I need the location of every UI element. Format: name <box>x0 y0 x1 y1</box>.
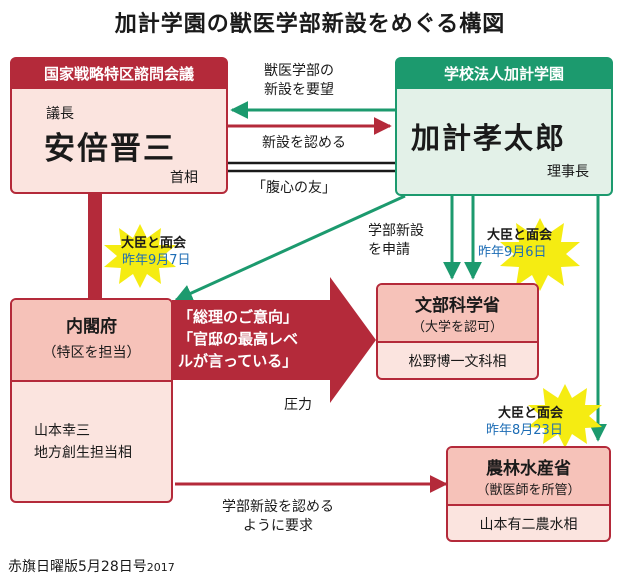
council-role-bottom: 首相 <box>170 170 198 186</box>
require-label-line1: 学部新設を認める <box>222 499 334 515</box>
maff-box: 農林水産省 （獣医師を所管） 山本有二農水相 <box>446 446 611 542</box>
apply-label: 学部新設 を申請 <box>368 222 424 260</box>
require-label-line2: ように要求 <box>243 518 313 534</box>
require-label: 学部新設を認める ように要求 <box>222 498 334 536</box>
maff-person: 山本有二農水相 <box>479 517 578 533</box>
callout-line1: 「総理のご意向」 <box>178 308 299 326</box>
cabinet-person-role: 地方創生担当相 <box>34 445 132 461</box>
apply-label-line1: 学部新設 <box>368 223 424 239</box>
council-cabinet-spine <box>88 190 102 298</box>
request-label: 獣医学部の 新設を要望 <box>264 62 334 100</box>
school-person-role: 理事長 <box>547 164 589 180</box>
cabinet-box-header <box>12 300 171 382</box>
source-credit: 赤旗日曜版5月28日号2017 <box>8 556 175 576</box>
request-label-line1: 獣医学部の <box>264 63 334 79</box>
council-role-top: 議長 <box>46 106 74 122</box>
council-person-name: 安倍晋三 <box>44 131 176 167</box>
mext-box: 文部科学省 （大学を認可） 松野博一文科相 <box>376 283 539 380</box>
cabinet-person-name: 山本幸三 <box>34 423 90 439</box>
mext-person: 松野博一文科相 <box>408 354 507 370</box>
pressure-callout: 「総理のご意向」 「官邸の最高レベ ルが言っている」 <box>178 306 298 372</box>
cabinet-box: 内閣府 （特区を担当） 山本幸三 地方創生担当相 <box>10 298 173 503</box>
meeting-1-label: 大臣と面会 <box>121 236 187 251</box>
council-box: 国家戦略特区諮問会議 議長 安倍晋三 首相 <box>10 57 228 194</box>
school-box: 学校法人加計学園 加計孝太郎 理事長 <box>395 57 613 196</box>
source-year: 2017 <box>146 561 175 574</box>
star-burst-2 <box>500 218 580 291</box>
callout-line2: 「官邸の最高レベ <box>178 330 299 348</box>
request-label-line2: 新設を要望 <box>264 82 334 98</box>
cabinet-title: 内閣府 <box>66 317 117 337</box>
star-burst-1 <box>104 224 176 288</box>
apply-label-line2: を申請 <box>368 242 410 258</box>
cabinet-subtitle: （特区を担当） <box>42 345 141 361</box>
school-person-name: 加計孝太郎 <box>411 121 567 155</box>
mext-subtitle: （大学を認可） <box>411 320 503 335</box>
source-main: 赤旗日曜版5月28日号 <box>8 559 147 575</box>
mext-box-header <box>378 285 537 343</box>
meeting-1-date: 昨年9月7日 <box>122 253 191 268</box>
meeting-3-date: 昨年8月23日 <box>486 423 563 438</box>
council-header: 国家戦略特区諮問会議 <box>12 59 226 89</box>
meeting-cabinet-arrow <box>174 194 406 302</box>
maff-box-header <box>448 448 609 506</box>
pressure-label: 圧力 <box>284 397 312 413</box>
star-burst-3 <box>528 384 602 448</box>
meeting-2-label: 大臣と面会 <box>487 228 553 243</box>
school-header: 学校法人加計学園 <box>397 59 611 89</box>
mext-title: 文部科学省 <box>415 296 500 316</box>
maff-title: 農林水産省 <box>486 459 571 479</box>
diagram-title: 加計学園の獣医学部新設をめぐる構図 <box>114 12 506 37</box>
friend-label: 「腹心の友」 <box>252 180 336 196</box>
maff-subtitle: （獣医師を所管） <box>476 483 581 498</box>
approve-label: 新設を認める <box>262 135 346 151</box>
pressure-arrow <box>172 277 376 403</box>
meeting-3-label: 大臣と面会 <box>498 406 564 421</box>
meeting-2-date: 昨年9月6日 <box>478 245 547 260</box>
callout-line3: ルが言っている」 <box>178 352 298 370</box>
